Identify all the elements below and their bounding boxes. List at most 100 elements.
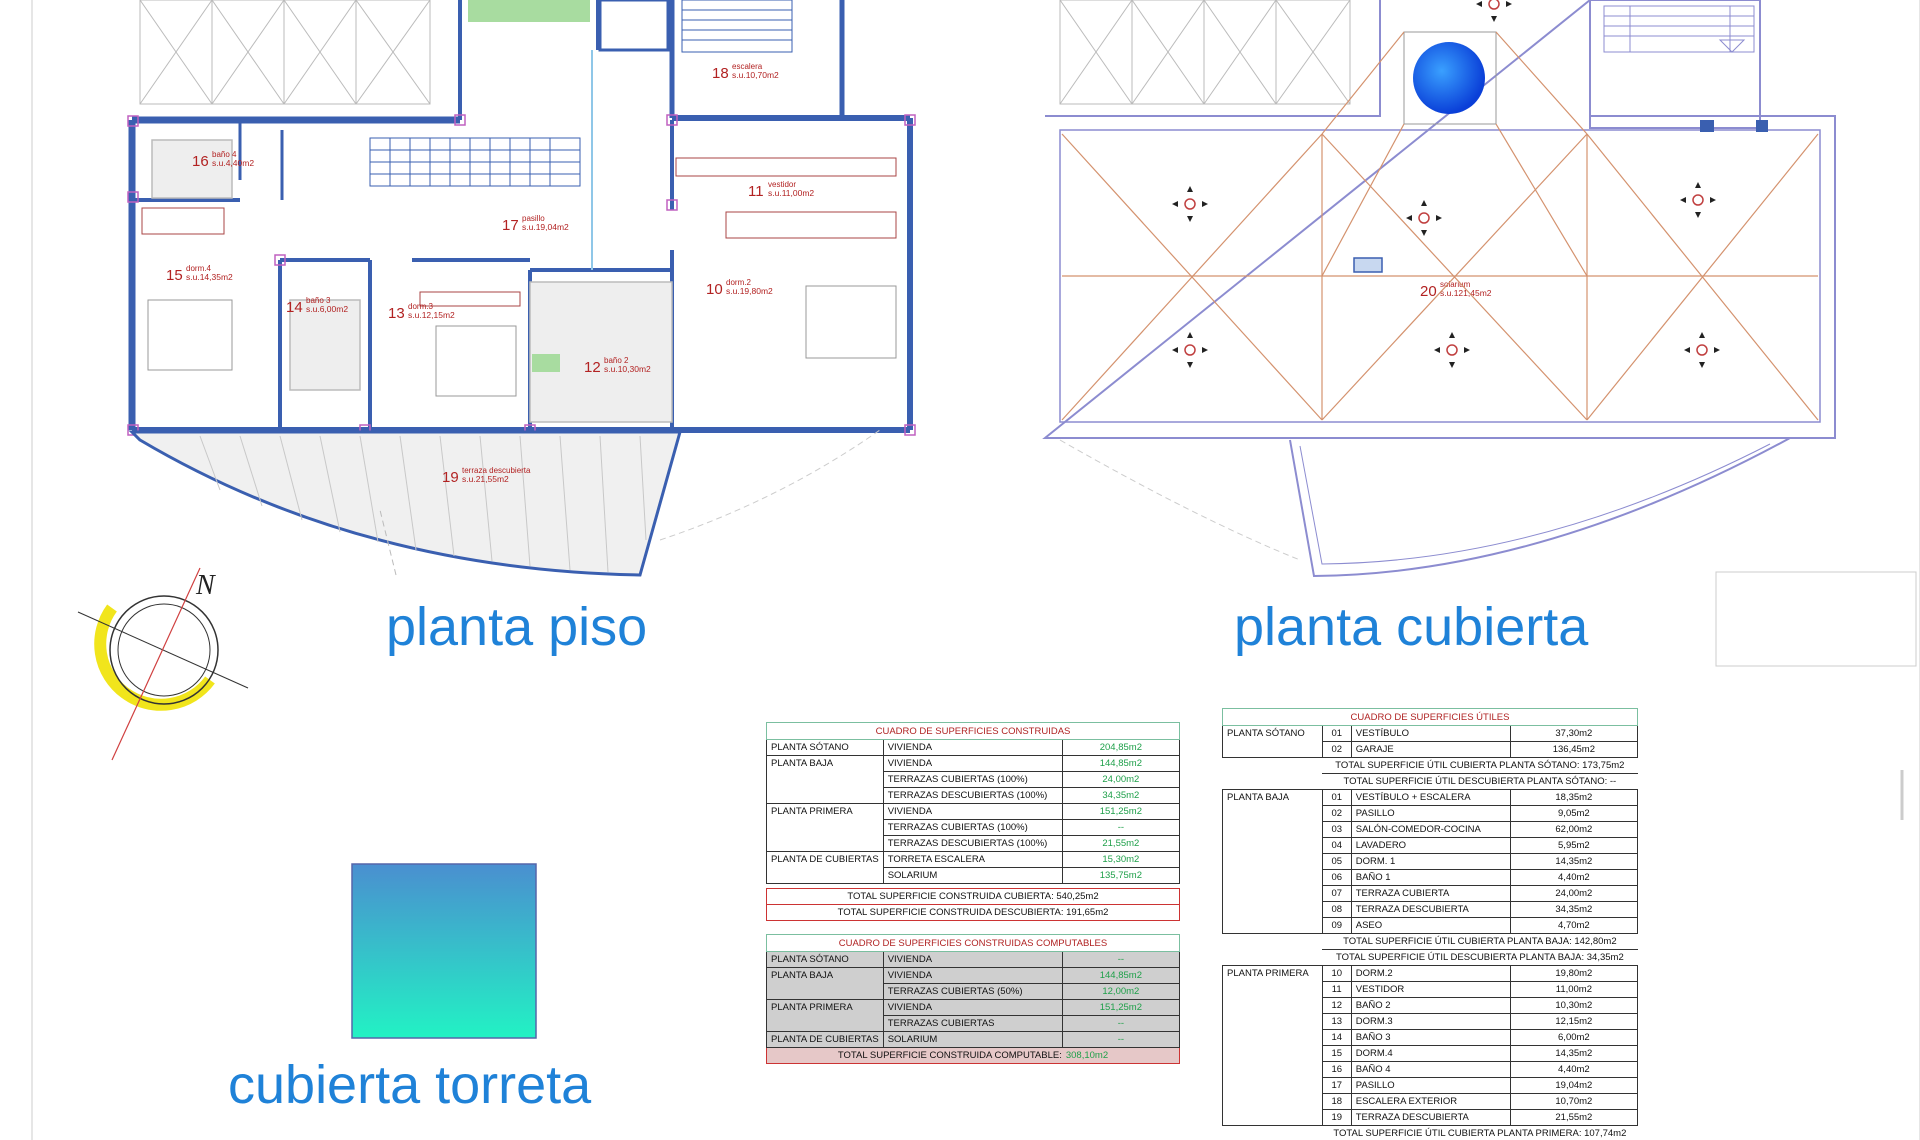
- table-row: TERRAZAS DESCUBIERTAS (100%)34,35m2: [767, 787, 1181, 804]
- stair-tower: [1589, 0, 1768, 132]
- dashed-arc-cubierta: [1059, 439, 1301, 561]
- row-room: VESTÍBULO + ESCALERA: [1350, 789, 1511, 806]
- total-row: TOTAL SUPERFICIE CONSTRUIDA CUBIERTA: 54…: [766, 888, 1180, 905]
- table-title: CUADRO DE SUPERFICIES ÚTILES: [1222, 708, 1638, 726]
- row-number: 13: [1321, 1013, 1352, 1030]
- row-value: 135,75m2: [1061, 867, 1181, 884]
- total-row: TOTAL SUPERFICIE ÚTIL DESCUBIERTA PLANTA…: [1223, 949, 1638, 966]
- row-value: 34,35m2: [1061, 787, 1181, 804]
- row-concept: TERRAZAS CUBIERTAS (100%): [882, 771, 1063, 788]
- table-header-row: CUADRO DE SUPERFICIES ÚTILES: [1222, 708, 1638, 726]
- room-area: s.u.12,15m2: [408, 310, 455, 320]
- row-value: 144,85m2: [1061, 755, 1181, 772]
- table-title: CUADRO DE SUPERFICIES CONSTRUIDAS: [766, 722, 1180, 740]
- room-name: solarium: [1440, 280, 1471, 289]
- cubierta-terrace-inner: [1299, 443, 1771, 565]
- row-area: 24,00m2: [1509, 885, 1639, 902]
- row-value: 15,30m2: [1061, 851, 1181, 868]
- table-superficies-computables: CUADRO DE SUPERFICIES CONSTRUIDAS COMPUT…: [766, 934, 1181, 1064]
- row-area: 4,40m2: [1509, 1061, 1639, 1078]
- room-name: baño 2: [604, 356, 629, 365]
- total-text: TOTAL SUPERFICIE ÚTIL CUBIERTA PLANTA SÓ…: [1322, 757, 1638, 774]
- room-area: s.u.4,40m2: [212, 158, 254, 168]
- room-number: 11: [748, 183, 764, 200]
- row-room: VESTÍBULO: [1350, 725, 1511, 742]
- group-label: PLANTA BAJA: [766, 755, 884, 804]
- row-concept: TORRETA ESCALERA: [882, 851, 1063, 868]
- row-number: 15: [1321, 1045, 1352, 1062]
- room-area: s.u.21,55m2: [462, 474, 509, 484]
- row-room: TERRAZA DESCUBIERTA: [1350, 1109, 1511, 1126]
- row-value: 151,25m2: [1061, 999, 1181, 1016]
- table-row: TERRAZAS CUBIERTAS (50%)12,00m2: [767, 983, 1181, 1000]
- total-row: TOTAL SUPERFICIE CONSTRUIDA DESCUBIERTA:…: [766, 904, 1180, 921]
- room-number: 10: [706, 281, 723, 298]
- drain-icon: [1172, 186, 1208, 222]
- green-planter: [468, 0, 590, 22]
- drain-icon: [1476, 0, 1512, 22]
- row-room: PASILLO: [1350, 805, 1511, 822]
- row-area: 4,70m2: [1509, 917, 1639, 934]
- row-concept: TERRAZAS CUBIERTAS (50%): [882, 983, 1063, 1000]
- table-header-row: CUADRO DE SUPERFICIES CONSTRUIDAS: [766, 722, 1180, 740]
- table-superficies-construidas: CUADRO DE SUPERFICIES CONSTRUIDAS PLANTA …: [766, 722, 1181, 921]
- title-cubierta-torreta: cubierta torreta: [228, 1055, 592, 1115]
- row-number: 09: [1321, 917, 1352, 934]
- row-number: 14: [1321, 1029, 1352, 1046]
- room-area: s.u.121,45m2: [1440, 288, 1492, 298]
- row-value: 24,00m2: [1061, 771, 1181, 788]
- group-label: PLANTA PRIMERA: [766, 803, 884, 852]
- row-room: DORM.3: [1350, 1013, 1511, 1030]
- total-text: TOTAL SUPERFICIE ÚTIL CUBIERTA PLANTA BA…: [1322, 933, 1638, 950]
- planta-piso-drawing: [127, 0, 916, 577]
- row-number: 08: [1321, 901, 1352, 918]
- table-row: TERRAZAS CUBIERTAS (100%)24,00m2: [767, 771, 1181, 788]
- row-value: 151,25m2: [1061, 803, 1181, 820]
- row-area: 12,15m2: [1509, 1013, 1639, 1030]
- sheet-border: [31, 0, 1920, 1140]
- total-spacer: [1223, 758, 1323, 774]
- row-area: 10,30m2: [1509, 997, 1639, 1014]
- row-area: 10,70m2: [1509, 1093, 1639, 1110]
- room-number: 18: [712, 65, 729, 82]
- beds: [147, 285, 897, 397]
- total-spacer: [1223, 950, 1323, 966]
- row-area: 21,55m2: [1509, 1109, 1639, 1126]
- row-number: 07: [1321, 885, 1352, 902]
- row-number: 01: [1321, 725, 1352, 742]
- total-spacer: [1223, 1126, 1323, 1140]
- total-row: TOTAL SUPERFICIE ÚTIL CUBIERTA PLANTA SÓ…: [1223, 757, 1638, 774]
- group-label: PLANTA SÓTANO: [1222, 725, 1323, 758]
- row-concept: SOLARIUM: [882, 867, 1063, 884]
- group-label: PLANTA PRIMERA: [1222, 965, 1323, 1126]
- row-area: 14,35m2: [1509, 853, 1639, 870]
- room-number: 14: [286, 299, 303, 316]
- room-area: s.u.19,04m2: [522, 222, 569, 232]
- row-concept: TERRAZAS CUBIERTAS (100%): [882, 819, 1063, 836]
- row-area: 37,30m2: [1509, 725, 1639, 742]
- room-area: s.u.14,35m2: [186, 272, 233, 282]
- group-label: PLANTA SÓTANO: [766, 951, 884, 968]
- row-room: ASEO: [1350, 917, 1511, 934]
- group-label: PLANTA PRIMERA: [766, 999, 884, 1032]
- row-concept: VIVIENDA: [882, 951, 1063, 968]
- room-name: vestidor: [768, 180, 796, 189]
- planta-cubierta-drawing: [1042, 0, 1836, 578]
- room-name: pasillo: [522, 214, 545, 223]
- row-room: LAVADERO: [1350, 837, 1511, 854]
- room-number: 12: [584, 359, 601, 376]
- total-text: TOTAL SUPERFICIE ÚTIL DESCUBIERTA PLANTA…: [1322, 773, 1638, 790]
- row-room: DORM.4: [1350, 1045, 1511, 1062]
- row-area: 34,35m2: [1509, 901, 1639, 918]
